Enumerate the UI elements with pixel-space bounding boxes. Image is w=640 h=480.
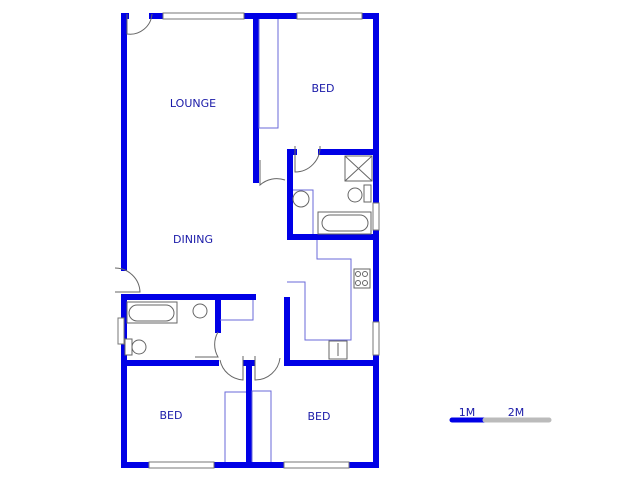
cupboard [258, 19, 279, 129]
door-bed-main [259, 160, 286, 187]
shower-icon [344, 155, 373, 182]
window [117, 317, 125, 345]
window [372, 321, 380, 356]
door-side [114, 267, 141, 293]
basin-icon [292, 190, 310, 208]
door-bathroom [195, 331, 219, 358]
kitchen-wall [284, 297, 379, 366]
window [372, 202, 380, 231]
toilet-icon [124, 338, 147, 356]
basin-icon [192, 303, 208, 319]
bath-icon [126, 301, 178, 324]
door-bed-left [219, 356, 244, 381]
ensuite-wall [287, 149, 379, 240]
scale-label-1m: 1M [458, 406, 476, 419]
bath-icon [317, 211, 372, 235]
kitchen-counter [287, 240, 352, 341]
toilet-icon [347, 184, 372, 203]
room-label-lounge: LOUNGE [169, 97, 217, 110]
vanity [293, 189, 314, 234]
window [162, 12, 245, 20]
wardrobe-left [224, 391, 246, 462]
window [296, 12, 363, 20]
door-bed-right [254, 356, 281, 381]
scale-label-2m: 2M [507, 406, 525, 419]
stove-icon [353, 268, 371, 289]
room-label-bed-right: BED [307, 410, 331, 423]
window [283, 461, 350, 469]
room-label-bed-main: BED [311, 82, 335, 95]
door-ensuite [294, 145, 321, 173]
walls [121, 13, 379, 468]
bathroom-cupboard [220, 300, 254, 321]
door-front [126, 13, 153, 35]
bedroom-divider-wall [243, 360, 255, 468]
windows [117, 12, 380, 469]
wardrobe-right [251, 390, 272, 462]
fixtures [124, 155, 373, 360]
kitchen-sink-icon [328, 340, 348, 360]
room-label-bed-left: BED [159, 409, 183, 422]
room-label-dining: DINING [173, 233, 213, 246]
window [148, 461, 215, 469]
doors [114, 13, 321, 381]
built-ins [220, 19, 352, 462]
